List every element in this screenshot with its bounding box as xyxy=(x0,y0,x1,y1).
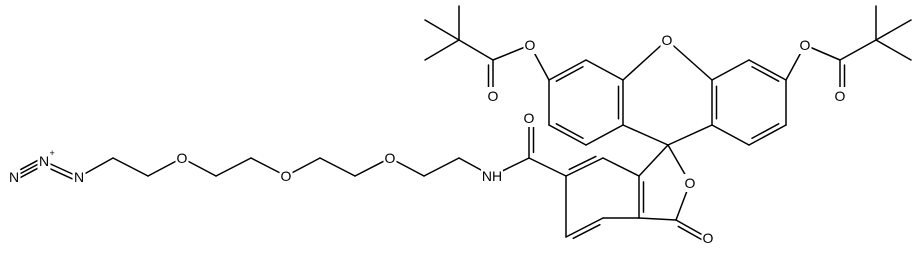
bond-Oxan-R2 xyxy=(666,39,713,81)
atom-label-O1: O xyxy=(177,150,188,166)
bond-L6-C9a xyxy=(585,124,624,146)
bond-CqR-meR3 xyxy=(875,39,912,61)
bond-b1-b2-second xyxy=(568,155,597,171)
atom-Oxan-background xyxy=(660,31,674,49)
atom-O1-background xyxy=(175,149,189,167)
bonds-layer xyxy=(11,5,912,241)
atom-label-Oamide: O xyxy=(524,110,535,126)
atom-label-Ocarb: O xyxy=(703,230,714,246)
bond-b1-b2 xyxy=(565,157,604,177)
bond-b5-Cspiro xyxy=(638,144,669,177)
atom-O2-background xyxy=(279,167,293,185)
atom-label-OestR: O xyxy=(800,37,811,53)
bond-c7-c8 xyxy=(423,157,460,177)
atom-label-Oxan: O xyxy=(662,32,673,48)
bond-N2-N3-second xyxy=(46,166,73,180)
atom-Ocarb-background xyxy=(701,229,715,247)
bond-R3-R4-second xyxy=(751,66,780,82)
atom-charge-N2: + xyxy=(50,148,55,158)
atom-N1-background xyxy=(7,168,21,186)
atom-O3-background xyxy=(383,149,397,167)
atom-label-OcarbL: O xyxy=(488,88,499,104)
bond-R6-C9b xyxy=(711,124,750,146)
atom-OestL-background xyxy=(523,36,537,54)
atom-label-NH: NH xyxy=(482,168,502,184)
bond-camide-b1 xyxy=(528,157,567,177)
bond-CcR-CqR xyxy=(839,39,877,61)
atom-Oamide-background xyxy=(522,109,536,127)
bond-Clac-Ocarb-second xyxy=(677,225,703,241)
atom-label-Olac: O xyxy=(685,175,696,191)
bond-CqR-meR2 xyxy=(875,19,912,41)
atom-charge-N1: - xyxy=(20,164,23,174)
bond-L5-L6-second xyxy=(555,123,584,139)
bond-CcL-CqL xyxy=(458,39,494,61)
atom-OcarbL-background xyxy=(486,87,500,105)
bond-R3-R4 xyxy=(748,59,787,81)
atom-N2-background xyxy=(37,152,51,170)
bond-R5-R6 xyxy=(748,124,787,146)
bond-L2-Oxan xyxy=(622,39,668,81)
bond-R5-R6-second xyxy=(751,123,780,139)
bond-c1-c2 xyxy=(112,157,149,177)
atom-label-O2: O xyxy=(281,168,292,184)
bond-Clac-b6 xyxy=(638,217,677,221)
bond-CqL-meL3 xyxy=(424,39,460,61)
bond-b3-b4 xyxy=(565,217,604,238)
atom-NH-background xyxy=(481,167,503,185)
atom-OestR-background xyxy=(798,36,812,54)
atom-label-N3: N xyxy=(74,169,84,185)
bond-L2-L3 xyxy=(585,59,624,81)
atom-label-N1: N xyxy=(9,169,19,185)
bond-b3-b4-second xyxy=(572,223,601,240)
atom-OcarbR-background xyxy=(833,87,847,105)
atom-label-O3: O xyxy=(385,150,396,166)
atom-label-OestL: O xyxy=(525,37,536,53)
atom-label-OcarbR: O xyxy=(835,88,846,104)
bond-c5-c6 xyxy=(319,157,356,177)
bond-R2-R3 xyxy=(711,59,750,81)
atom-label-N2: N xyxy=(39,153,49,169)
bond-L3-L4-second xyxy=(555,66,584,82)
bond-CqL-meL2 xyxy=(424,19,460,41)
atom-N3-background xyxy=(72,168,86,186)
bond-Cspiro-C9a xyxy=(622,124,669,146)
bond-Cspiro-C9b xyxy=(667,124,713,146)
atom-Olac-background xyxy=(683,174,697,192)
bond-c3-c4 xyxy=(215,157,252,177)
bond-L3-L4 xyxy=(548,59,587,81)
bond-b2-b5 xyxy=(602,157,640,177)
bond-L5-L6 xyxy=(548,124,587,146)
